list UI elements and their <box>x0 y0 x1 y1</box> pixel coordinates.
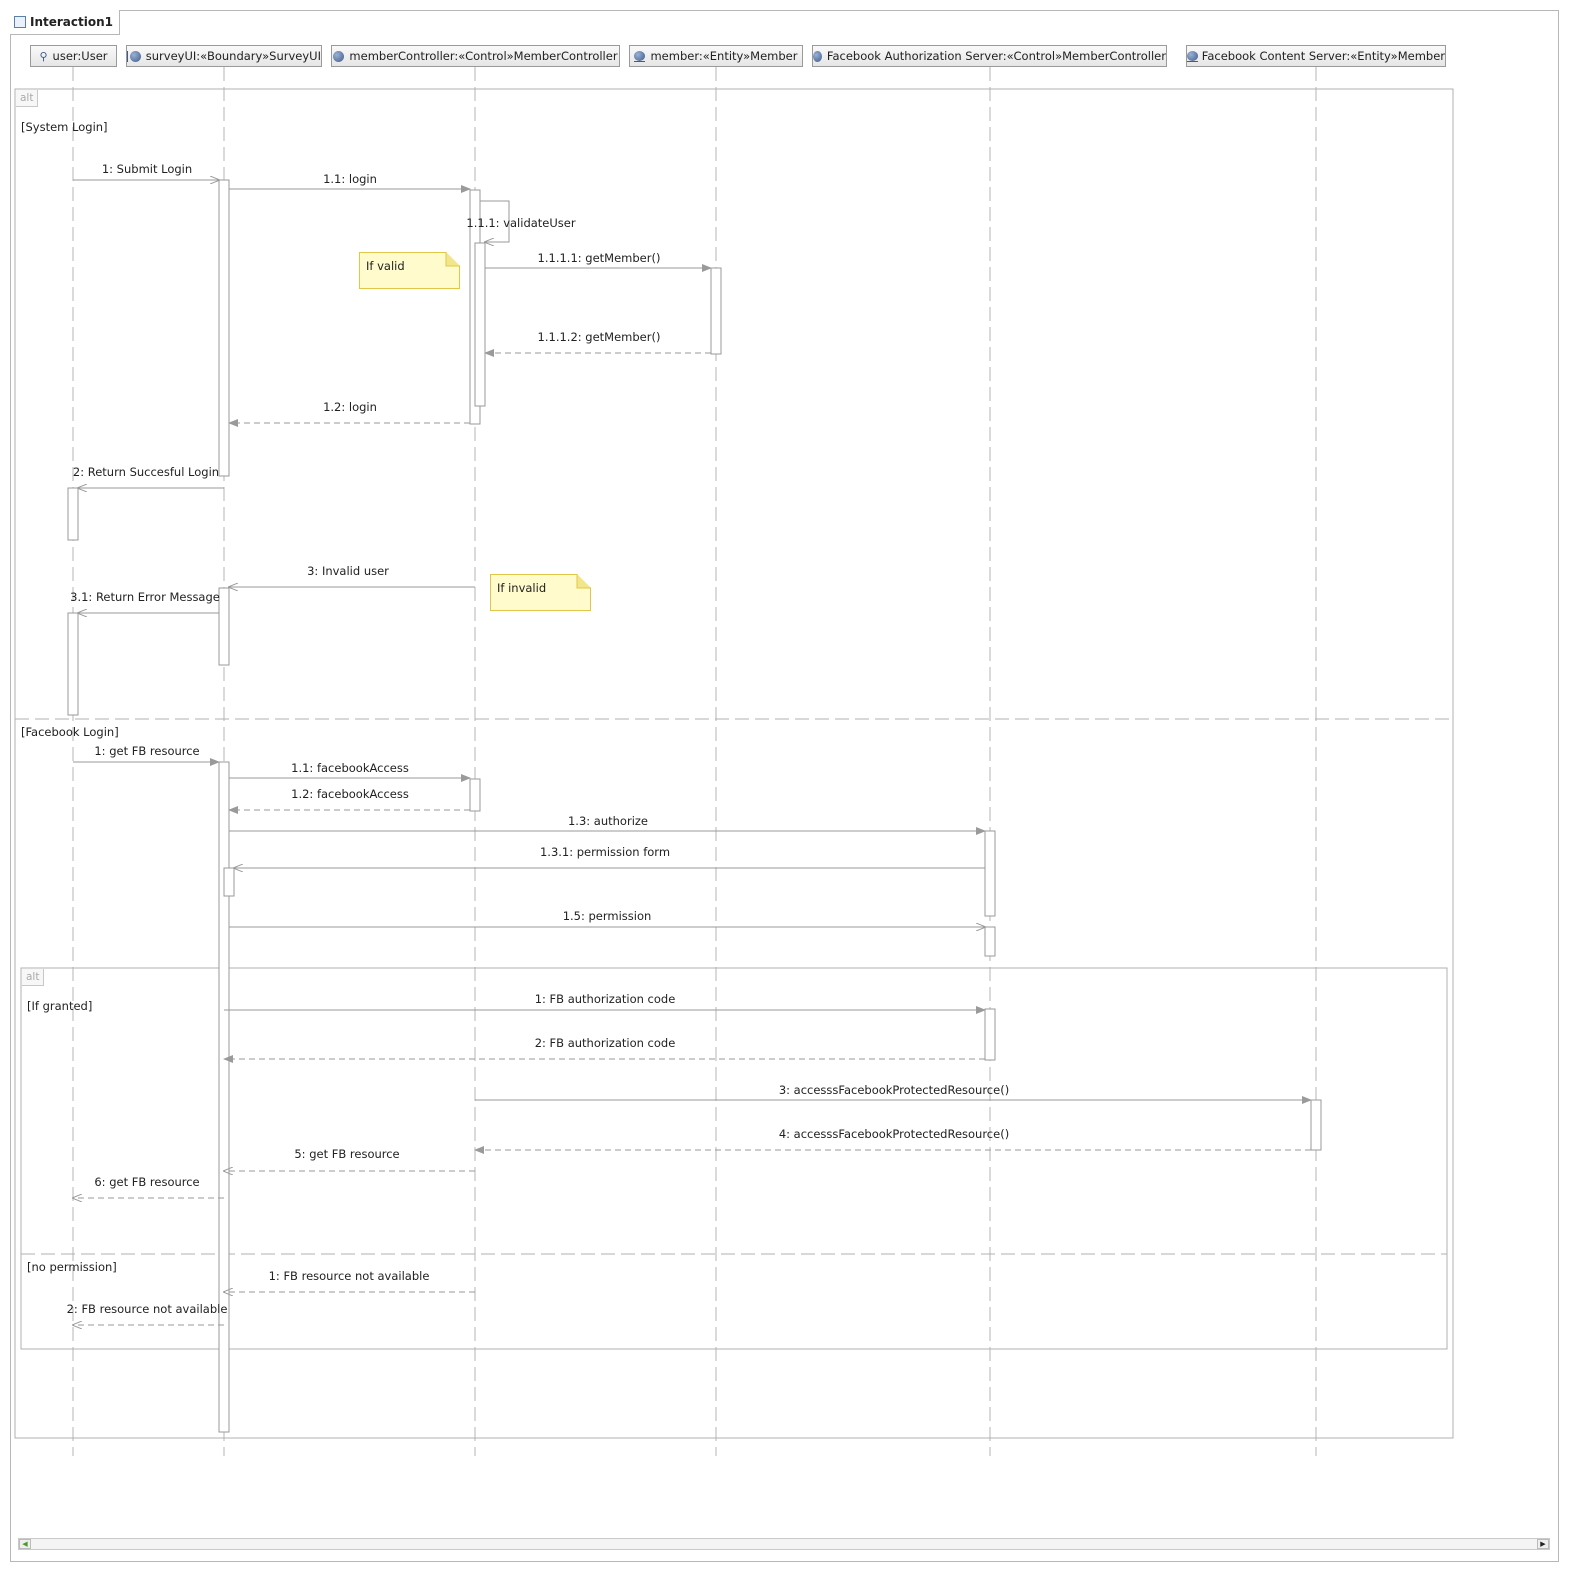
activation-bar <box>1310 1099 1322 1151</box>
lifeline-label: Facebook Content Server:«Entity»Member <box>1201 49 1445 63</box>
lifeline-label: user:User <box>52 49 108 63</box>
message-label: 5: get FB resource <box>294 1147 400 1161</box>
activation-bar <box>218 179 230 477</box>
message-label: 1.3: authorize <box>567 814 649 828</box>
guard-no-permission: [no permission] <box>27 1260 117 1274</box>
activation-bar <box>469 778 481 812</box>
message-label: 1: Submit Login <box>101 162 193 176</box>
entity-icon <box>1187 50 1198 62</box>
message-label: 2: FB authorization code <box>534 1036 676 1050</box>
message-label: 1.1: facebookAccess <box>291 761 409 775</box>
activation-bar <box>223 867 235 897</box>
control-icon <box>333 50 345 62</box>
message-label: 1.1.1: validateUser <box>466 216 576 230</box>
message-label: 1.5: permission <box>562 909 652 923</box>
activation-bar <box>984 1008 996 1061</box>
interaction-tab[interactable]: Interaction1 <box>10 10 120 35</box>
control-icon <box>813 50 822 62</box>
activation-bar <box>474 242 486 407</box>
lifeline-label: memberController:«Control»MemberControll… <box>349 49 618 63</box>
lifeline-label: surveyUI:«Boundary»SurveyUI <box>145 49 321 63</box>
activation-bar <box>710 267 722 355</box>
alt-fragment-outer <box>14 88 1454 1439</box>
lifeline-head-membercontroller[interactable]: memberController:«Control»MemberControll… <box>331 45 620 67</box>
note-text: If valid <box>366 259 405 273</box>
message-label: 1: get FB resource <box>94 744 200 758</box>
message-label: 4: accesssFacebookProtectedResource() <box>778 1127 1010 1141</box>
message-label: 1: FB authorization code <box>534 992 676 1006</box>
horizontal-scrollbar[interactable]: ◀ ▶ <box>18 1538 1550 1550</box>
scroll-right-button[interactable]: ▶ <box>1537 1539 1549 1549</box>
message-label: 2: Return Succesful Login <box>72 465 220 479</box>
chevron-left-icon: ◀ <box>22 1540 28 1548</box>
lifeline-head-fb-content-server[interactable]: Facebook Content Server:«Entity»Member <box>1186 45 1446 67</box>
activation-bar <box>218 587 230 666</box>
alt-operator-outer[interactable]: alt <box>16 90 39 107</box>
guard-if-granted: [If granted] <box>27 999 93 1013</box>
alt-operator-inner[interactable]: alt <box>22 969 45 986</box>
note-if-valid[interactable]: If valid <box>359 252 460 289</box>
activation-bar <box>984 830 996 917</box>
scroll-left-button[interactable]: ◀ <box>19 1539 31 1549</box>
lifeline-head-member[interactable]: member:«Entity»Member <box>629 45 803 67</box>
interaction-title: Interaction1 <box>30 15 113 29</box>
message-label: 6: get FB resource <box>94 1175 200 1189</box>
guard-system-login: [System Login] <box>21 120 108 134</box>
message-label: 1.1.1.2: getMember() <box>537 330 661 344</box>
activation-bar <box>67 612 79 716</box>
activation-bar <box>67 487 79 541</box>
message-label: 2: FB resource not available <box>66 1302 228 1316</box>
lifeline-head-surveyui[interactable]: surveyUI:«Boundary»SurveyUI <box>126 45 322 67</box>
note-text: If invalid <box>497 581 547 595</box>
guard-facebook-login: [Facebook Login] <box>21 725 119 739</box>
entity-icon <box>634 50 646 62</box>
message-label: 1.2: facebookAccess <box>291 787 409 801</box>
message-label: 1.1: login <box>323 172 377 186</box>
alt-fragment-inner <box>20 967 1448 1350</box>
message-arrow <box>480 200 510 242</box>
lifeline-label: member:«Entity»Member <box>650 49 798 63</box>
actor-icon: ⚲ <box>39 49 48 63</box>
lifeline-label: Facebook Authorization Server:«Control»M… <box>826 49 1166 63</box>
note-if-invalid[interactable]: If invalid <box>490 574 591 611</box>
message-label: 3: Invalid user <box>307 564 389 578</box>
message-label: 1: FB resource not available <box>268 1269 430 1283</box>
boundary-icon <box>127 50 141 62</box>
message-label: 1.3.1: permission form <box>539 845 671 859</box>
message-label: 1.1.1.1: getMember() <box>537 251 661 265</box>
lifeline-head-user[interactable]: ⚲ user:User <box>30 45 117 67</box>
interaction-frame <box>10 10 1559 1562</box>
message-label: 1.2: login <box>323 400 377 414</box>
chevron-right-icon: ▶ <box>1540 1540 1546 1548</box>
diagram-icon <box>14 16 26 28</box>
activation-bar <box>218 761 230 1433</box>
message-label: 3: accesssFacebookProtectedResource() <box>778 1083 1010 1097</box>
message-label: 3.1: Return Error Message <box>70 590 220 604</box>
lifeline-head-fb-auth-server[interactable]: Facebook Authorization Server:«Control»M… <box>812 45 1167 67</box>
activation-bar <box>984 926 996 957</box>
